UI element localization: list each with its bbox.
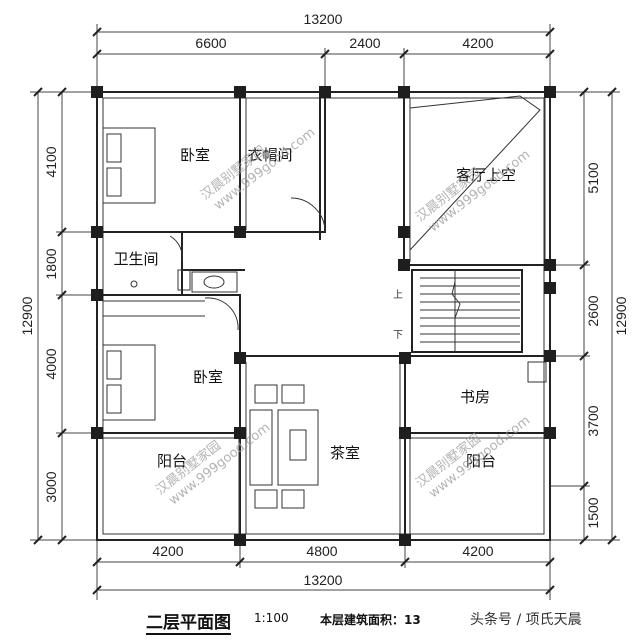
dim-left-3: 4000	[43, 348, 59, 379]
dimension-ticks	[33, 27, 617, 595]
dim-right-3: 3700	[585, 405, 601, 436]
stair-up-label: 上	[393, 289, 403, 301]
label-tea-room: 茶室	[330, 444, 360, 462]
dim-top-total: 13200	[304, 11, 343, 27]
label-bedroom-top: 卧室	[180, 146, 210, 164]
dim-right-2: 2600	[585, 295, 601, 326]
dim-left-2: 1800	[43, 248, 59, 279]
dim-bottom-2: 4800	[306, 543, 337, 559]
dim-bottom-total: 13200	[304, 572, 343, 588]
label-living-void: 客厅上空	[456, 166, 516, 184]
tea-set-furniture	[249, 384, 319, 509]
dim-top-2: 2400	[349, 35, 380, 51]
dim-right-1: 5100	[585, 162, 601, 193]
label-bedroom-bottom: 卧室	[193, 368, 223, 386]
label-balcony-left: 阳台	[157, 452, 187, 470]
credit-text: 头条号 / 项氏天晨	[470, 612, 582, 628]
dim-top-3: 4200	[462, 35, 493, 51]
dim-left-1: 4100	[43, 146, 59, 177]
dim-top-1: 6600	[195, 35, 226, 51]
label-study: 书房	[460, 388, 490, 406]
label-wardrobe: 衣帽间	[247, 146, 292, 164]
dim-bottom-1: 4200	[152, 543, 183, 559]
plan-scale: 1:100	[254, 611, 289, 625]
dim-bottom-3: 4200	[462, 543, 493, 559]
label-bathroom: 卫生间	[113, 250, 158, 268]
watermark-middle: 汉晨别墅家园 www.999good.com	[413, 147, 534, 235]
stair-down-label: 下	[393, 330, 403, 341]
plan-area-label: 本层建筑面积：13	[320, 613, 421, 627]
columns	[91, 86, 556, 546]
dim-left-total: 12900	[19, 296, 35, 335]
plan-title: 二层平面图	[146, 608, 231, 635]
label-balcony-right: 阳台	[466, 452, 496, 470]
bed-top	[102, 127, 156, 204]
bed-bottom	[102, 344, 156, 421]
title-bar: 二层平面图 1:100 本层建筑面积：13 头条号 / 项氏天晨	[0, 600, 640, 640]
walls	[96, 91, 551, 541]
dim-left-4: 3000	[43, 471, 59, 502]
watermark-top: 汉晨别墅家园 www.999good.com	[198, 125, 319, 213]
dim-right-total: 12900	[613, 296, 629, 335]
stair-treads	[420, 270, 520, 352]
dim-right-4: 1500	[585, 497, 601, 528]
